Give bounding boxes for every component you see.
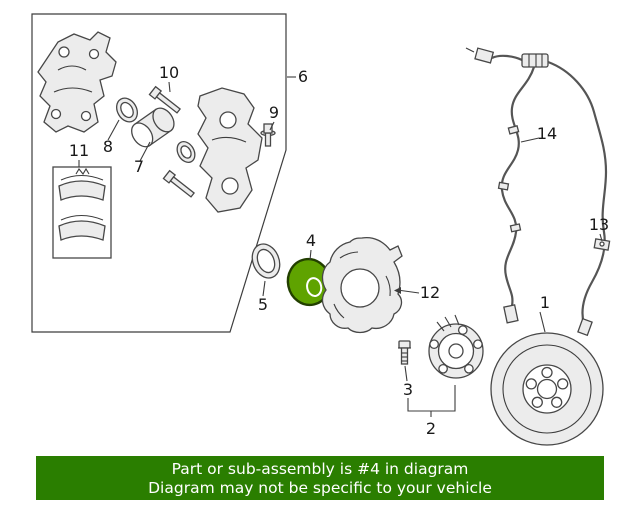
- harness-bracket-13: [547, 60, 611, 337]
- guide-pin-bolt-lower: [162, 169, 195, 198]
- callout-7: 7: [134, 157, 144, 176]
- callout-13: 13: [589, 215, 609, 234]
- piston-dust-boot: [176, 141, 196, 163]
- caliper-bracket-drawing: [37, 31, 117, 133]
- callout-4: 4: [306, 231, 316, 250]
- callout-12: 12: [420, 283, 440, 302]
- callout-1: 1: [540, 293, 550, 312]
- callout-9: 9: [269, 103, 279, 122]
- caliper-piston: [131, 107, 175, 148]
- brake-rotor-drawing: [490, 332, 604, 446]
- leader-lines: [78, 81, 603, 417]
- caliper-housing-drawing: [197, 87, 263, 213]
- callout-8: 8: [103, 137, 113, 156]
- banner-line1: Part or sub-assembly is #4 in diagram: [172, 460, 469, 478]
- banner-line2: Diagram may not be specific to your vehi…: [148, 479, 492, 497]
- callout-3: 3: [403, 380, 413, 399]
- brake-pad-set-box: [52, 166, 112, 259]
- seal-ring: [251, 243, 281, 279]
- arrowhead-12: [394, 287, 401, 294]
- callout-14: 14: [537, 124, 557, 143]
- bleeder-bolt: [260, 123, 276, 147]
- hub-bolt: [398, 340, 411, 365]
- abs-sensor-harness: [465, 47, 549, 324]
- piston-seal-ring: [116, 97, 138, 123]
- dust-shield-drawing: [321, 236, 403, 334]
- callout-11: 11: [69, 141, 89, 160]
- wheel-hub-drawing: [428, 314, 484, 379]
- callout-5: 5: [258, 295, 268, 314]
- info-banner-background: [36, 456, 604, 500]
- callout-10: 10: [159, 63, 179, 82]
- callout-2: 2: [426, 419, 436, 438]
- info-banner: Part or sub-assembly is #4 in diagram Di…: [36, 456, 604, 500]
- callout-6: 6: [298, 67, 308, 86]
- guide-pin-bolt-upper: [148, 85, 181, 114]
- enclosure-box: [31, 13, 296, 333]
- highlighted-part-inner-ring: [306, 277, 323, 297]
